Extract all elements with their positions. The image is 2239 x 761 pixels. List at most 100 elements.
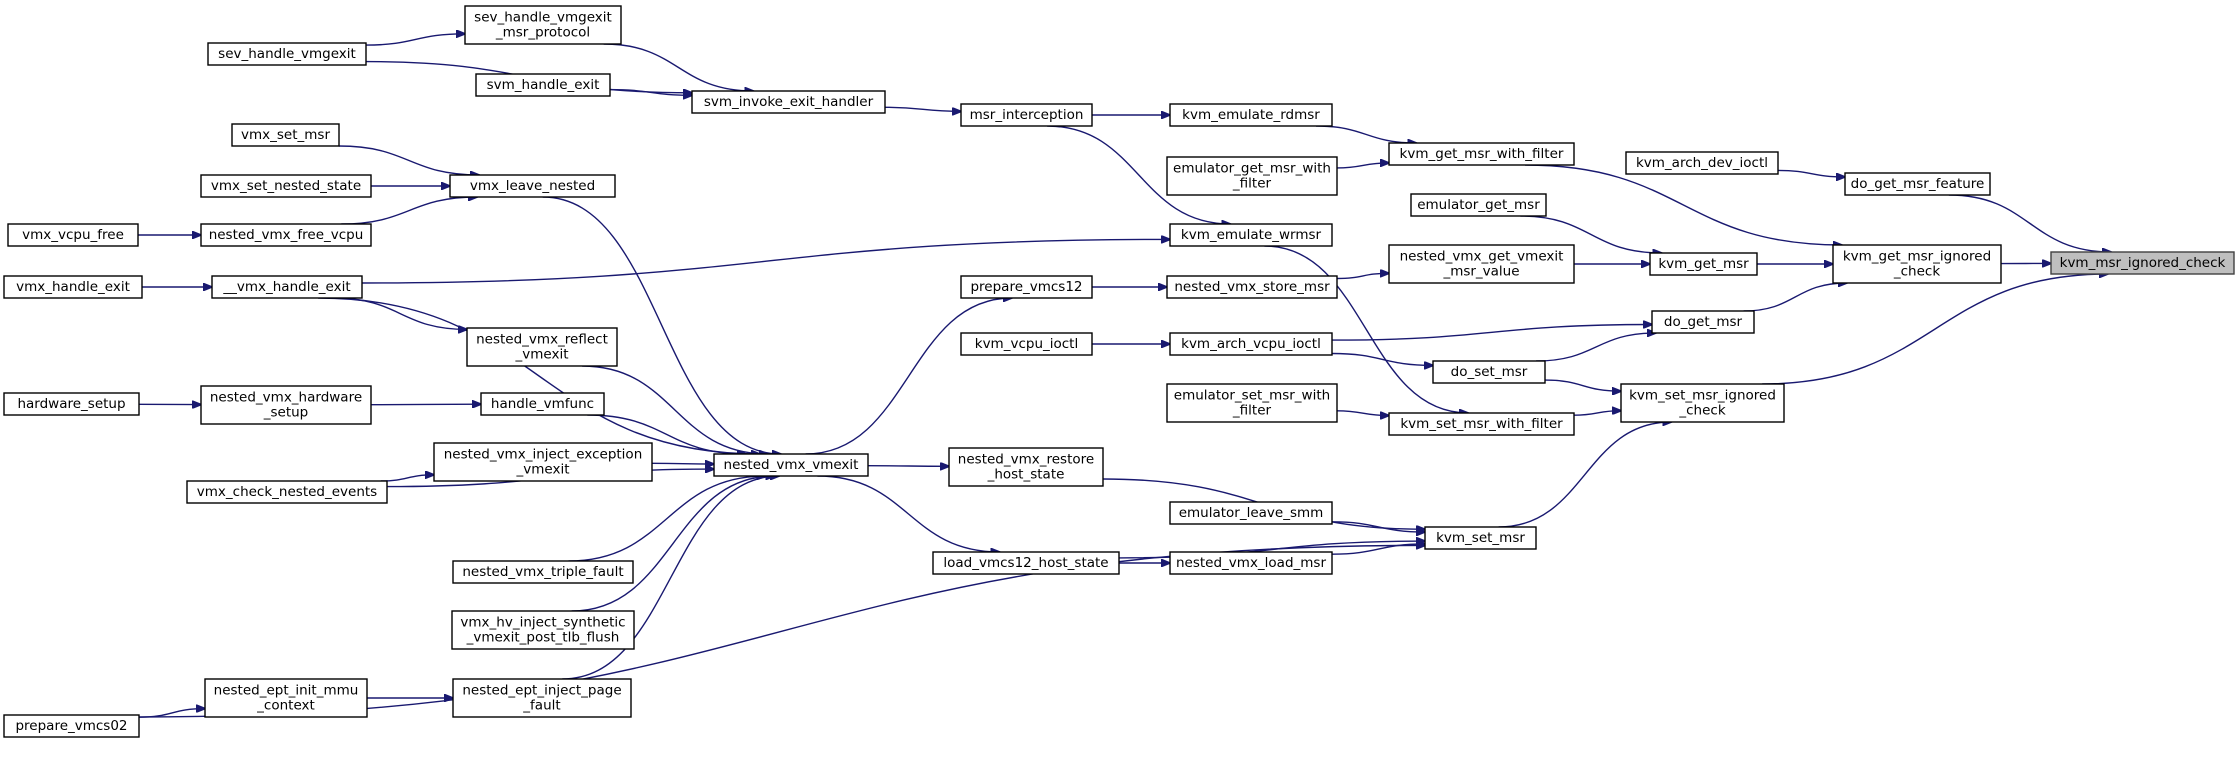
node-dsm[interactable]: do_set_msr bbox=[1432, 360, 1546, 384]
node-pv02[interactable]: prepare_vmcs02 bbox=[3, 714, 140, 738]
node-label: nested_vmx_get_vmexit bbox=[1400, 249, 1564, 265]
node-sieh[interactable]: svm_invoke_exit_handler bbox=[691, 90, 886, 114]
edge-nvtf-to-nvv bbox=[568, 476, 766, 562]
node-box bbox=[464, 5, 622, 45]
node-dgm[interactable]: do_get_msr bbox=[1651, 310, 1755, 334]
node-label: emulator_get_msr_with bbox=[1173, 161, 1331, 177]
node-vsns[interactable]: vmx_set_nested_state bbox=[200, 174, 372, 198]
node-egmwf[interactable]: emulator_get_msr_with_filter bbox=[1166, 156, 1338, 196]
edge-vhe-to-nvv bbox=[318, 297, 760, 454]
edge-line bbox=[651, 463, 714, 464]
node-label: __vmx_handle_exit bbox=[222, 279, 350, 295]
node-vln[interactable]: vmx_leave_nested bbox=[449, 174, 616, 198]
node-nvtf[interactable]: nested_vmx_triple_fault bbox=[452, 560, 634, 584]
node-nvrv[interactable]: nested_vmx_reflect_vmexit bbox=[466, 327, 618, 367]
node-hvf[interactable]: handle_vmfunc bbox=[480, 392, 605, 416]
node-setig[interactable]: kvm_set_msr_ignored_check bbox=[1620, 383, 1785, 423]
node-box bbox=[1832, 244, 2002, 284]
node-vhis[interactable]: vmx_hv_inject_synthetic_vmexit_post_tlb_… bbox=[451, 610, 635, 650]
node-vsm[interactable]: vmx_set_msr bbox=[231, 123, 340, 147]
node-root[interactable]: kvm_msr_ignored_check bbox=[2050, 251, 2235, 275]
node-label: nested_vmx_store_msr bbox=[1174, 279, 1330, 295]
edge-line bbox=[542, 196, 781, 454]
node-vhe[interactable]: __vmx_handle_exit bbox=[211, 275, 363, 299]
edge-line bbox=[138, 709, 205, 718]
edge-shv-to-shvmp bbox=[365, 34, 465, 46]
node-ksm[interactable]: kvm_set_msr bbox=[1424, 526, 1537, 550]
node-box bbox=[204, 678, 368, 718]
node-label: hardware_setup bbox=[17, 396, 125, 412]
node-kvio[interactable]: kvm_vcpu_ioctl bbox=[960, 332, 1093, 356]
node-box bbox=[1620, 383, 1785, 423]
node-kadi[interactable]: kvm_arch_dev_ioctl bbox=[1625, 151, 1779, 175]
edge-dsm-to-setig bbox=[1544, 379, 1621, 391]
edge-line bbox=[1536, 333, 1656, 362]
node-vcne[interactable]: vmx_check_nested_events bbox=[186, 480, 388, 504]
node-vhex[interactable]: vmx_handle_exit bbox=[3, 275, 143, 299]
node-label: kvm_arch_dev_ioctl bbox=[1636, 155, 1768, 171]
node-hs[interactable]: hardware_setup bbox=[3, 392, 140, 416]
node-dgmf[interactable]: do_get_msr_feature bbox=[1844, 172, 1991, 196]
node-box bbox=[231, 123, 340, 147]
node-nvlm[interactable]: nested_vmx_load_msr bbox=[1169, 551, 1333, 575]
edge-line bbox=[1520, 215, 1661, 253]
node-nvsm[interactable]: nested_vmx_store_msr bbox=[1166, 275, 1338, 299]
node-label: kvm_arch_vcpu_ioctl bbox=[1181, 336, 1321, 352]
node-box bbox=[433, 442, 653, 482]
node-nvie[interactable]: nested_vmx_inject_exception_vmexit bbox=[433, 442, 653, 482]
edge-nvie-to-nvv bbox=[651, 463, 714, 464]
node-she[interactable]: svm_handle_exit bbox=[475, 73, 611, 97]
edge-line bbox=[1336, 410, 1389, 416]
node-nvv[interactable]: nested_vmx_vmexit bbox=[713, 453, 869, 477]
node-layer: kvm_msr_ignored_check kvm_get_msr_ignored… bbox=[3, 5, 2235, 738]
node-label: kvm_get_msr_ignored bbox=[1843, 249, 1991, 265]
node-box bbox=[691, 90, 886, 114]
node-shv[interactable]: sev_handle_vmgexit bbox=[207, 42, 367, 66]
node-getig[interactable]: kvm_get_msr_ignored_check bbox=[1832, 244, 2002, 284]
node-box bbox=[1166, 156, 1338, 196]
node-neipf[interactable]: nested_ept_inject_page_fault bbox=[452, 678, 632, 718]
node-esmwf[interactable]: emulator_set_msr_with_filter bbox=[1166, 383, 1338, 423]
edge-neipf-to-nvv bbox=[562, 476, 779, 680]
node-neimc[interactable]: nested_ept_init_mmu_context bbox=[204, 678, 368, 718]
node-lv12[interactable]: load_vmcs12_host_state bbox=[932, 551, 1120, 575]
node-kgm[interactable]: kvm_get_msr bbox=[1649, 252, 1758, 276]
node-shvmp[interactable]: sev_handle_vmgexit_msr_protocol bbox=[464, 5, 622, 45]
edge-line bbox=[1047, 125, 1230, 224]
edge-hvf-to-nvv bbox=[587, 414, 746, 454]
node-box bbox=[713, 453, 869, 477]
node-els[interactable]: emulator_leave_smm bbox=[1169, 501, 1333, 525]
node-pv12[interactable]: prepare_vmcs12 bbox=[960, 275, 1093, 299]
node-smwf[interactable]: kvm_set_msr_with_filter bbox=[1388, 412, 1575, 436]
node-label: kvm_emulate_wrmsr bbox=[1181, 227, 1322, 243]
node-label: do_set_msr bbox=[1451, 364, 1528, 380]
edge-line bbox=[333, 297, 467, 329]
edge-sieh-to-mi bbox=[884, 106, 961, 111]
node-label: kvm_get_msr bbox=[1658, 256, 1749, 272]
node-nvrhs[interactable]: nested_vmx_restore_host_state bbox=[948, 447, 1104, 487]
node-label: nested_vmx_reflect bbox=[476, 332, 608, 348]
node-label: nested_ept_init_mmu bbox=[214, 683, 359, 699]
edge-mi-to-kewr bbox=[1047, 125, 1230, 224]
node-nvgvm[interactable]: nested_vmx_get_vmexit_msr_value bbox=[1388, 244, 1575, 284]
node-box bbox=[1388, 244, 1575, 284]
node-box bbox=[948, 447, 1104, 487]
node-label: vmx_set_msr bbox=[241, 127, 330, 143]
node-label: vmx_set_nested_state bbox=[211, 178, 361, 194]
node-label: nested_vmx_inject_exception bbox=[444, 447, 643, 463]
node-vvf[interactable]: vmx_vcpu_free bbox=[7, 223, 139, 247]
node-egm[interactable]: emulator_get_msr bbox=[1410, 193, 1547, 217]
node-nvfv[interactable]: nested_vmx_free_vcpu bbox=[200, 223, 372, 247]
edge-nvlm-to-ksm bbox=[1331, 544, 1425, 555]
node-mi[interactable]: msr_interception bbox=[960, 103, 1093, 127]
node-label: vmx_vcpu_free bbox=[22, 227, 124, 243]
node-nvhs[interactable]: nested_vmx_hardware_setup bbox=[200, 385, 372, 425]
node-kerd[interactable]: kvm_emulate_rdmsr bbox=[1169, 103, 1333, 127]
node-kaio[interactable]: kvm_arch_vcpu_ioctl bbox=[1169, 332, 1333, 356]
edge-dgmf-to-root bbox=[1948, 194, 2111, 252]
node-gmwf[interactable]: kvm_get_msr_with_filter bbox=[1388, 142, 1575, 166]
node-kewr[interactable]: kvm_emulate_wrmsr bbox=[1169, 223, 1333, 247]
node-label: kvm_get_msr_with_filter bbox=[1400, 146, 1564, 162]
node-label: _check bbox=[1893, 264, 1940, 280]
edge-kewr-to-smwf bbox=[1264, 245, 1468, 413]
